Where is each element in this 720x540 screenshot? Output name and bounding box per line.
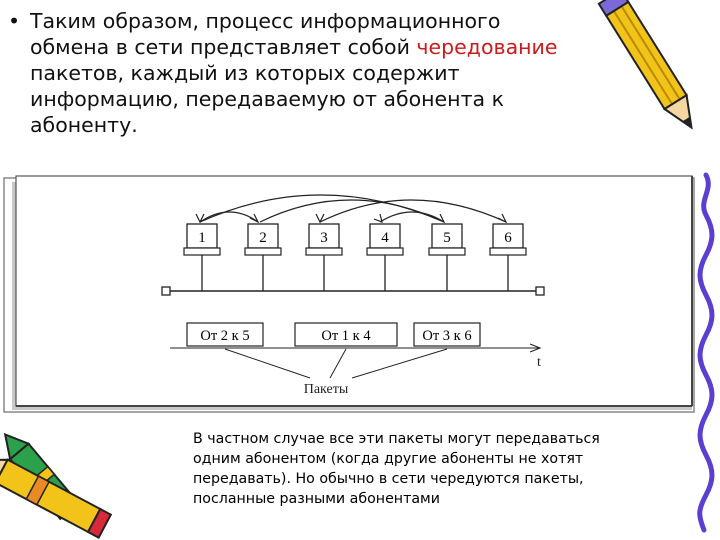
arc-3-to-6 (319, 199, 507, 223)
computer-label-4: 4 (381, 230, 389, 246)
packet-2-box (294, 322, 398, 347)
packet-2-label: От 1 к 4 (321, 328, 371, 344)
computer-1: 1 (183, 223, 221, 256)
packet-pointers (224, 348, 448, 379)
computer-2: 2 (244, 223, 282, 256)
caption-line-3: передавать). Но обычно в сети чередуются… (193, 471, 584, 487)
terminator-right (535, 286, 545, 296)
bus (161, 255, 545, 296)
caption-line-1: В частном случае все эти пакеты могут пе… (193, 431, 600, 447)
squiggle-border (697, 172, 715, 533)
bullet-line-1: Таким образом, процесс информационного (30, 9, 501, 33)
bullet-line-4: информацию, передаваемую от абонента к (30, 87, 504, 111)
computer-3: 3 (305, 223, 343, 256)
pencil-icon (597, 0, 693, 130)
time-axis-label: t (537, 355, 541, 370)
computer-5: 5 (428, 223, 466, 256)
time-axis (170, 343, 542, 353)
computer-label-1: 1 (198, 230, 206, 246)
packet-1-label: От 2 к 5 (200, 328, 249, 344)
bullet-symbol: • (8, 9, 21, 33)
computer-4: 4 (366, 223, 404, 256)
crayons-icon (0, 432, 113, 539)
bullet-line-5: абоненту. (30, 113, 138, 137)
computer-label-2: 2 (259, 230, 267, 246)
bullet-line-3: пакетов, каждый из которых содержит (30, 61, 460, 85)
computer-6: 6 (489, 223, 527, 256)
highlight-word: чередование (416, 35, 558, 59)
diagram-frame (3, 175, 695, 413)
packet-3-label: От 3 к 6 (422, 328, 471, 344)
bullet-line-2: обмена в сети представляет собой чередов… (30, 34, 557, 60)
computer-label-3: 3 (320, 230, 328, 246)
caption-line-2: одним абонентом (когда другие абоненты н… (193, 451, 584, 467)
packet-1-box (186, 322, 264, 347)
packets: От 2 к 5 От 1 к 4 От 3 к 6 (186, 322, 481, 347)
computer-label-6: 6 (504, 230, 512, 246)
caption-line-4: посланные разными абонентами (193, 491, 440, 507)
packets-label: Пакеты (304, 382, 349, 397)
terminator-left (161, 286, 171, 296)
packet-3-box (413, 322, 481, 347)
bullet-line-2-text: обмена в сети представляет собой (30, 35, 417, 59)
computer-label-5: 5 (443, 230, 451, 246)
computers: 1 2 3 4 5 6 (183, 223, 527, 256)
arc-1-to-2 (199, 211, 259, 223)
transfer-arcs (195, 194, 508, 224)
